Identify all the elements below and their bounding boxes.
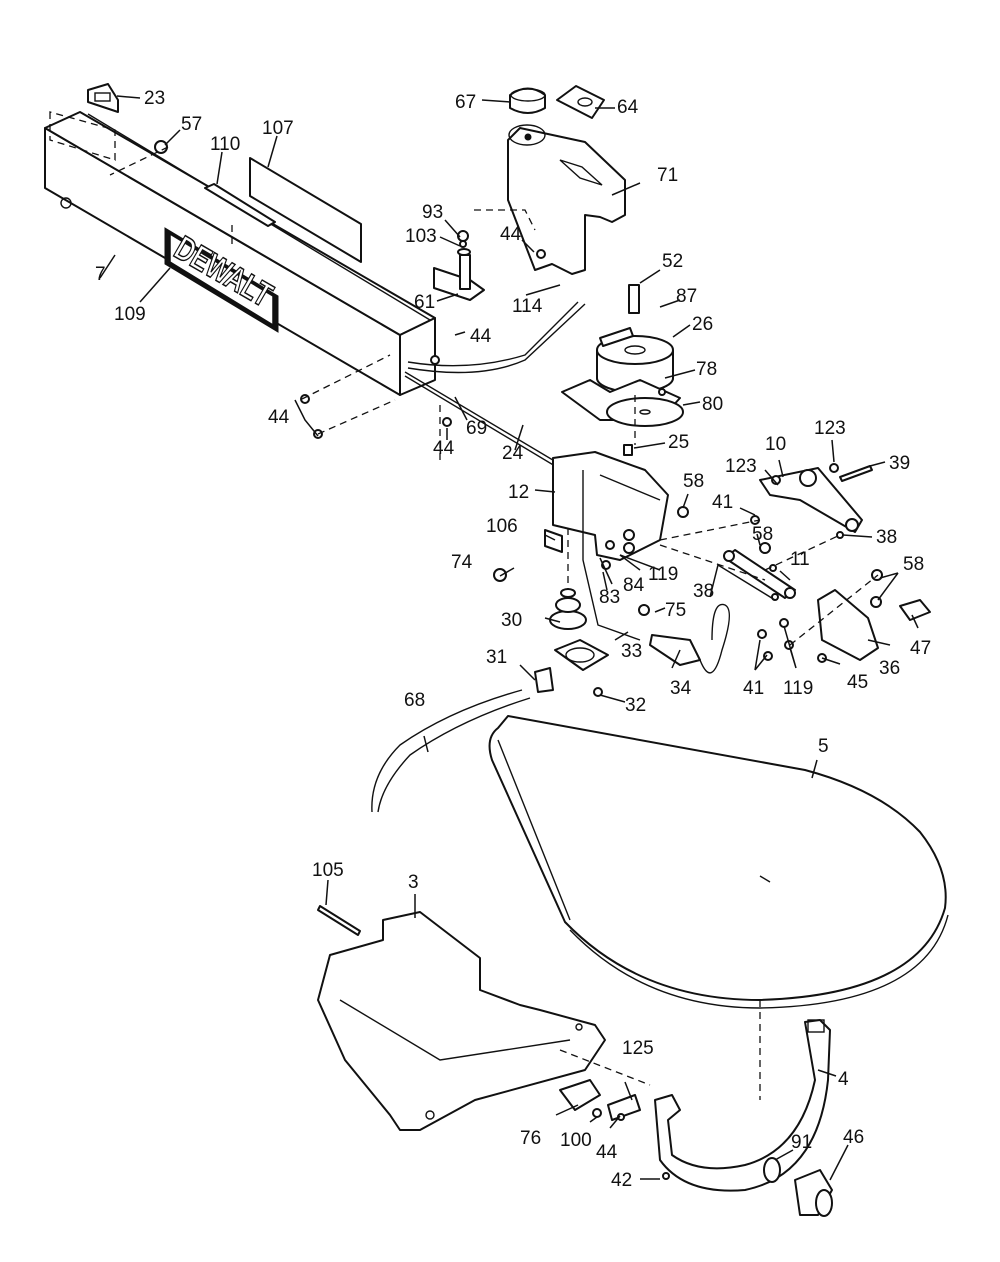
pin-39 bbox=[839, 465, 873, 482]
callout-41-bottom: 41 bbox=[743, 678, 764, 699]
callout-24: 24 bbox=[502, 443, 524, 464]
callout-100: 100 bbox=[560, 1130, 592, 1151]
assembly-lines bbox=[109, 146, 879, 1100]
callout-71: 71 bbox=[657, 165, 678, 186]
screw-52 bbox=[628, 284, 640, 314]
callout-103: 103 bbox=[405, 226, 437, 247]
callout-45: 45 bbox=[847, 672, 868, 693]
blower-housing-31 bbox=[534, 639, 609, 693]
callout-107: 107 bbox=[262, 118, 294, 139]
callout-23: 23 bbox=[144, 88, 165, 109]
callout-31: 31 bbox=[486, 647, 507, 668]
callout-7: 7 bbox=[95, 264, 106, 285]
callout-69: 69 bbox=[466, 418, 487, 439]
callout-93: 93 bbox=[422, 202, 443, 223]
bracket-76 bbox=[559, 1079, 601, 1111]
callout-47: 47 bbox=[910, 638, 931, 659]
link-11 bbox=[723, 549, 796, 599]
knob-46 bbox=[794, 1169, 833, 1217]
rocker-arm-10 bbox=[759, 467, 863, 533]
callout-57: 57 bbox=[181, 114, 202, 135]
trunnion-4 bbox=[654, 1019, 831, 1192]
callout-61: 61 bbox=[414, 292, 435, 313]
callout-26: 26 bbox=[692, 314, 713, 335]
plate-80 bbox=[561, 379, 684, 456]
callout-11: 11 bbox=[790, 549, 810, 570]
switch-housing bbox=[507, 124, 626, 275]
callout-58-bracket: 58 bbox=[903, 554, 924, 575]
callout-75: 75 bbox=[665, 600, 686, 621]
callout-123-left: 123 bbox=[725, 456, 757, 477]
callout-123-top: 123 bbox=[814, 418, 846, 439]
knob-67 bbox=[509, 87, 546, 114]
scale-plate-125 bbox=[607, 1094, 641, 1121]
speed-control-61 bbox=[433, 230, 485, 301]
callout-4: 4 bbox=[838, 1069, 849, 1090]
callout-3: 3 bbox=[408, 872, 419, 893]
blower-hose-68 bbox=[371, 689, 531, 813]
callout-119-bottom: 119 bbox=[783, 678, 813, 699]
callout-30: 30 bbox=[501, 610, 522, 631]
table-5 bbox=[488, 715, 949, 1009]
callout-42: 42 bbox=[611, 1170, 632, 1191]
knob-47 bbox=[899, 599, 931, 621]
callout-44-arm-top: 44 bbox=[470, 326, 492, 347]
nut-57 bbox=[154, 140, 168, 154]
boot-30 bbox=[549, 588, 587, 630]
callout-58-gearbox: 58 bbox=[683, 471, 704, 492]
callout-52: 52 bbox=[662, 251, 683, 272]
arm-cap-23 bbox=[87, 83, 119, 113]
callout-36: 36 bbox=[879, 658, 900, 679]
callout-12: 12 bbox=[508, 482, 529, 503]
callout-110: 110 bbox=[210, 134, 240, 155]
callout-68: 68 bbox=[404, 690, 425, 711]
callout-114: 114 bbox=[512, 296, 543, 317]
callout-10: 10 bbox=[765, 434, 786, 455]
callout-41-top: 41 bbox=[712, 492, 733, 513]
washer-91 bbox=[763, 1157, 781, 1183]
callout-80: 80 bbox=[702, 394, 723, 415]
callout-44-base: 44 bbox=[596, 1142, 618, 1163]
callout-38-left: 38 bbox=[693, 581, 714, 602]
callout-38-right: 38 bbox=[876, 527, 897, 548]
callout-58-link: 58 bbox=[752, 524, 773, 545]
callout-91: 91 bbox=[791, 1132, 812, 1153]
rod-105 bbox=[317, 905, 361, 936]
callout-64: 64 bbox=[617, 97, 639, 118]
callout-109: 109 bbox=[114, 304, 146, 325]
callout-labels: 23 57 110 107 7 109 67 64 71 93 103 44 6… bbox=[95, 88, 931, 1191]
callout-87: 87 bbox=[676, 286, 697, 307]
callout-34: 34 bbox=[670, 678, 692, 699]
callout-33: 33 bbox=[621, 641, 642, 662]
callout-74: 74 bbox=[451, 552, 473, 573]
callout-44-arm-side: 44 bbox=[268, 407, 290, 428]
leader-lines bbox=[99, 95, 919, 1181]
callout-76: 76 bbox=[520, 1128, 541, 1149]
callout-84: 84 bbox=[623, 575, 645, 596]
bracket-36 bbox=[817, 589, 879, 661]
callout-5: 5 bbox=[818, 736, 829, 757]
upper-arm bbox=[44, 111, 436, 396]
callout-78: 78 bbox=[696, 359, 717, 380]
callout-105: 105 bbox=[312, 860, 344, 881]
decal-107 bbox=[249, 157, 362, 263]
callout-39: 39 bbox=[889, 453, 910, 474]
callout-44-housing: 44 bbox=[500, 224, 522, 245]
callout-106: 106 bbox=[486, 516, 518, 537]
decal-110 bbox=[204, 183, 276, 227]
switch-64 bbox=[556, 85, 605, 119]
callout-32: 32 bbox=[625, 695, 646, 716]
callout-125: 125 bbox=[622, 1038, 654, 1059]
callout-83: 83 bbox=[599, 587, 620, 608]
callout-25: 25 bbox=[668, 432, 689, 453]
blade-clamp-34 bbox=[649, 603, 730, 674]
callout-119-gearbox: 119 bbox=[648, 564, 678, 585]
bearing-26 bbox=[596, 327, 674, 393]
callout-67: 67 bbox=[455, 92, 476, 113]
gearbox-12 bbox=[552, 451, 669, 641]
callout-44-arm-bottom: 44 bbox=[433, 438, 455, 459]
callout-46: 46 bbox=[843, 1127, 864, 1148]
base-3 bbox=[317, 911, 606, 1131]
